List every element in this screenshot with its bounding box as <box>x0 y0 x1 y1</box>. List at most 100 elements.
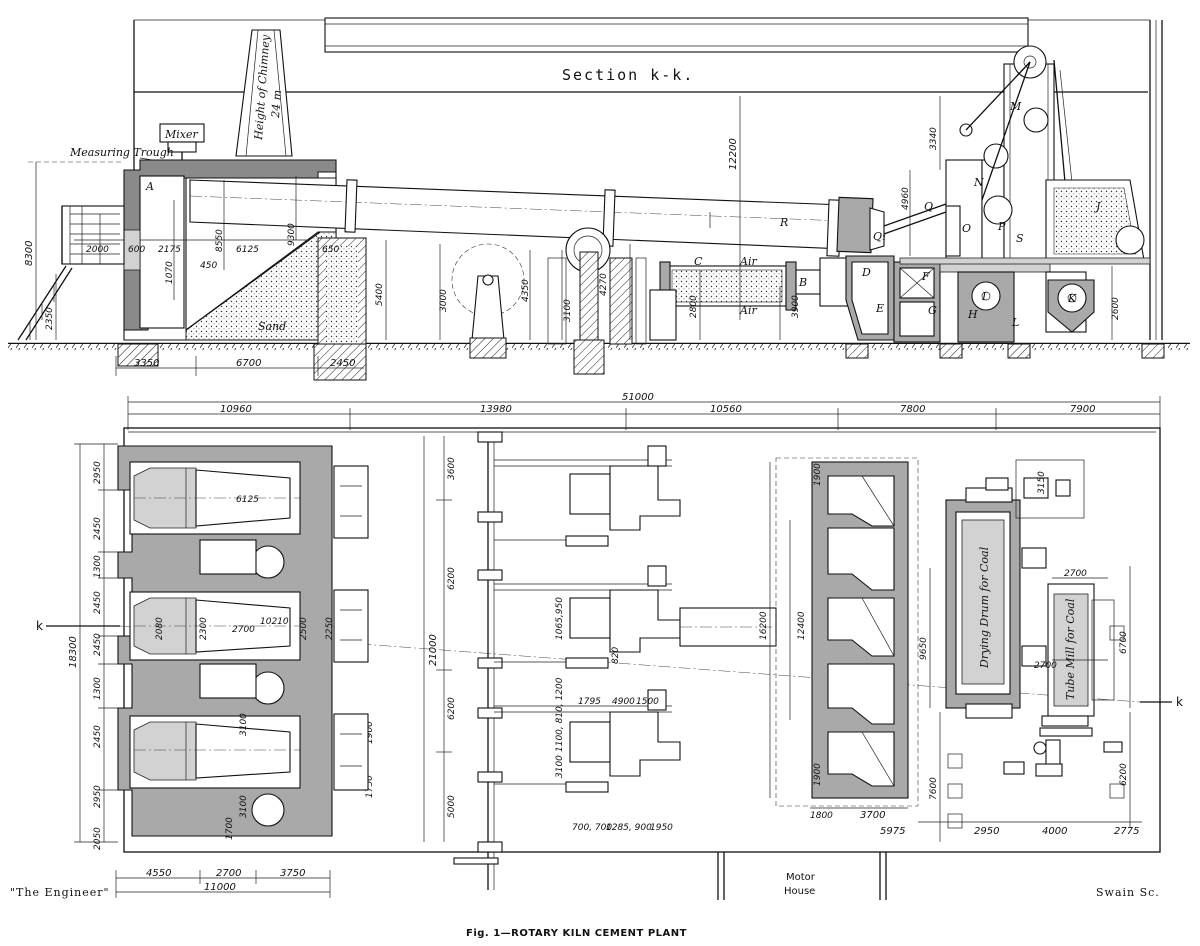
motor-house-label: Motor <box>786 872 816 883</box>
dim-2700c: 2700 <box>216 868 241 879</box>
dim-2450c: 2450 <box>93 633 103 656</box>
mill-group-2 <box>565 565 681 669</box>
rotary-kiln-tube <box>189 179 885 257</box>
dim-4000: 4000 <box>1042 826 1067 837</box>
dim-2450: 2450 <box>330 358 355 369</box>
crane-girder <box>324 17 1029 53</box>
dim-650: 650 <box>322 245 339 255</box>
plan-top-dimensions: 51000 10960 13980 10560 7800 7900 <box>127 392 1161 430</box>
section-marker-left: k <box>36 619 43 633</box>
dim-2500: 2500 <box>299 617 309 640</box>
dim-1300b: 1300 <box>93 677 103 700</box>
mill-group-1 <box>565 445 681 547</box>
motor-units <box>947 459 1125 829</box>
dim-12400: 12400 <box>797 611 807 640</box>
kiln-end-hoods <box>333 465 369 791</box>
dim-3340: 3340 <box>929 127 939 150</box>
dim-1700: 1700 <box>225 817 235 840</box>
section-marker-right: k <box>1176 695 1183 709</box>
dim-2450d: 2450 <box>93 725 103 748</box>
dim-21000: 21000 <box>428 634 439 666</box>
dim-5400: 5400 <box>375 283 385 306</box>
dim-2775: 2775 <box>1114 826 1139 837</box>
mixer-box <box>159 123 205 168</box>
letter-K: K <box>1067 292 1077 305</box>
plan-view: 51000 10960 13980 10560 7800 7900 Motor … <box>36 392 1183 900</box>
dim-1900c: 1900 <box>813 763 823 786</box>
tube-mill-label: Tube Mill for Coal <box>1064 598 1077 700</box>
elevator-and-hoist <box>883 45 1151 265</box>
letter-F: F <box>921 270 930 283</box>
dim-2950b: 2950 <box>93 785 103 808</box>
letter-B: B <box>798 276 807 289</box>
kiln-roller-support-2 <box>565 227 611 375</box>
dim-1900b: 1900 <box>813 463 823 486</box>
chimney-height: 24 m <box>269 89 284 119</box>
dim-6700: 6700 <box>236 358 261 369</box>
foundation-firing <box>845 343 869 359</box>
dim-6200a: 6200 <box>447 567 457 590</box>
dim-2450a: 2450 <box>93 517 103 540</box>
motor-house <box>717 852 887 900</box>
dim-8550: 8550 <box>215 229 225 252</box>
section-title: Section k-k. <box>562 66 694 84</box>
dim-1750: 1750 <box>365 775 375 798</box>
dim-2050: 2050 <box>93 827 103 850</box>
dim-1795: 1795 <box>578 697 601 707</box>
dim-2350: 2350 <box>45 307 55 330</box>
measuring-trough-label: Measuring Trough <box>69 146 174 159</box>
dim-450: 450 <box>200 261 217 271</box>
foundation-end <box>1141 343 1165 359</box>
foundation-front <box>117 343 159 367</box>
dim-6200b: 6200 <box>447 697 457 720</box>
kiln-pier-middle <box>547 257 647 345</box>
stairs <box>17 205 125 341</box>
letter-C: C <box>694 255 703 268</box>
dim-6700-plan: 6700 <box>1119 631 1129 654</box>
dim-1900a: 1900 <box>365 721 375 744</box>
dim-2700b: 2700 <box>1034 661 1057 671</box>
dim-7800: 7800 <box>900 404 925 415</box>
dim-700: 700, 700 <box>572 823 612 833</box>
dim-1500: 1500 <box>636 697 659 707</box>
dim-13980: 13980 <box>480 404 512 415</box>
letter-R: R <box>779 216 788 229</box>
drying-drum <box>945 477 1021 719</box>
tube-mill <box>1033 583 1123 769</box>
coal-bins-dimensions: 16200 12400 1900 1900 1800 3700 5975 <box>759 462 908 837</box>
dim-3350: 3350 <box>134 358 159 369</box>
dim-16200: 16200 <box>759 611 769 640</box>
mixer-label: Mixer <box>164 128 198 141</box>
dim-3700: 3700 <box>860 810 885 821</box>
dim-1950: 1950 <box>650 823 673 833</box>
air-label-upper: Air <box>739 255 757 268</box>
dim-600: 600 <box>128 245 145 255</box>
mill-dimensions: 3600 6200 21000 6200 5000 1795 4900 1500… <box>423 436 673 842</box>
kiln-roller-support-1 <box>451 243 525 359</box>
dim-820: 820 <box>611 647 621 664</box>
letter-L: L <box>1011 316 1019 329</box>
letter-E: E <box>875 302 884 315</box>
dim-12200: 12200 <box>728 138 739 170</box>
credit-left: "The Engineer" <box>10 886 110 899</box>
dim-1100: 1100, 810, 1200 <box>555 677 565 752</box>
dim-2600: 2600 <box>1111 297 1121 320</box>
dim-3100: 3100 <box>563 299 573 322</box>
dim-3100b: 3100 <box>239 795 249 818</box>
letter-G: G <box>928 304 937 317</box>
dim-2000: 2000 <box>86 245 109 255</box>
dim-5000: 5000 <box>447 795 457 818</box>
section-dimension-text: 8300 2350 2000 600 2175 1070 8550 6125 9… <box>24 127 1121 369</box>
dim-2300: 2300 <box>199 617 209 640</box>
coal-bins-block <box>775 457 919 807</box>
dim-3100a: 3100 <box>239 713 249 736</box>
dim-4960: 4960 <box>901 187 911 210</box>
dim-18300: 18300 <box>68 636 79 668</box>
letter-D: D <box>861 266 871 279</box>
dim-2080: 2080 <box>155 617 165 640</box>
letter-J: J <box>1094 200 1101 213</box>
letter-S: S <box>1016 232 1024 245</box>
dim-4900: 4900 <box>612 697 635 707</box>
dim-6125: 6125 <box>236 245 259 255</box>
